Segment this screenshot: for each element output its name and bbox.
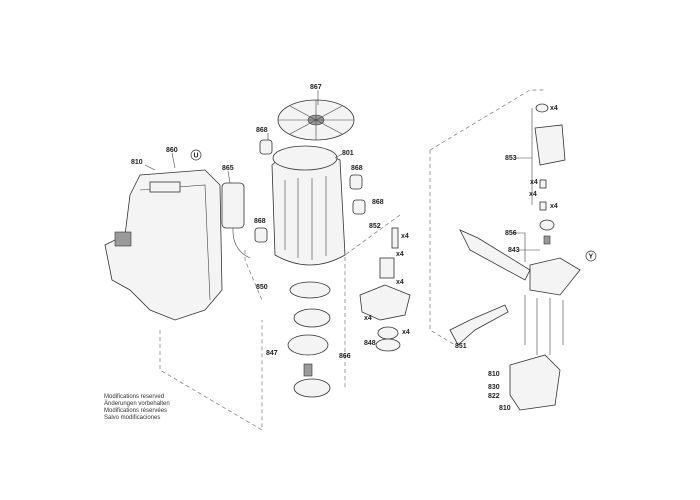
quantity-label: x4 [364, 315, 372, 322]
capacitor-865 [221, 182, 251, 259]
label-851: 851 [455, 343, 467, 350]
motor-housing-860 [104, 169, 223, 321]
label-830: 830 [488, 384, 500, 391]
dampers-868 [254, 139, 366, 243]
bearings-847-866 [287, 281, 331, 398]
part-labels: 867 868 801 810 860 U 865 868 868 868 85… [131, 84, 597, 412]
label-853: 853 [505, 155, 517, 162]
symbol-u: U [194, 153, 199, 160]
note-line: Modifications réservées [104, 408, 167, 414]
label-866: 866 [339, 353, 351, 360]
motor-801 [271, 145, 346, 266]
label-860: 860 [166, 147, 178, 154]
note-line: Änderungen vorbehalten [104, 400, 170, 407]
modifications-note: Modifications reserved Änderungen vorbeh… [104, 394, 170, 421]
label-822: 822 [488, 393, 500, 400]
label-856: 856 [505, 230, 517, 237]
leader-lines [144, 90, 540, 262]
quantity-labels: x4 x4 x4 x4 x4 x4 x4 x4 x4 [364, 105, 558, 336]
label-850: 850 [256, 284, 268, 291]
quantity-label: x4 [402, 329, 410, 336]
quantity-label: x4 [401, 233, 409, 240]
assembly-guide-lines [159, 89, 545, 431]
label-868: 868 [372, 199, 384, 206]
label-848: 848 [364, 340, 376, 347]
symbol-u-circle [190, 149, 202, 161]
quantity-label: x4 [550, 105, 558, 112]
label-865: 865 [222, 165, 234, 172]
label-868: 868 [254, 218, 266, 225]
symbol-y: Y [589, 254, 594, 261]
quantity-label: x4 [529, 191, 537, 198]
quantity-label: x4 [550, 203, 558, 210]
label-868: 868 [256, 127, 268, 134]
label-810: 810 [131, 159, 143, 166]
label-801: 801 [342, 150, 354, 157]
label-868: 868 [351, 165, 363, 172]
label-852: 852 [369, 223, 381, 230]
quantity-label: x4 [396, 279, 404, 286]
quantity-label: x4 [530, 179, 538, 186]
symbol-y-circle [585, 250, 597, 262]
label-810: 810 [488, 371, 500, 378]
label-847: 847 [266, 350, 278, 357]
label-843: 843 [508, 247, 520, 254]
swashplate-assembly [359, 227, 411, 352]
quantity-label: x4 [396, 251, 404, 258]
label-810: 810 [499, 405, 511, 412]
note-line: Modifications reserved [104, 394, 164, 400]
fan-867 [277, 99, 355, 141]
pump-head-parts [449, 103, 581, 411]
note-line: Salvo modificaciones [104, 415, 160, 421]
label-867: 867 [310, 84, 322, 91]
